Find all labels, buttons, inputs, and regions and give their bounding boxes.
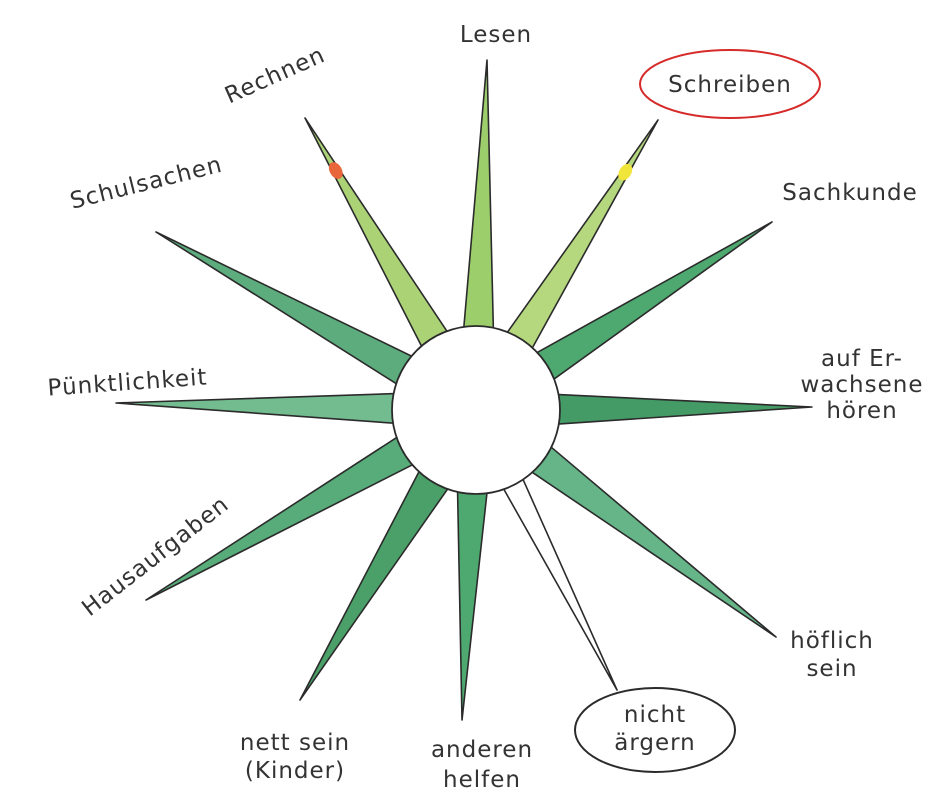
- label-line: anderen: [431, 737, 533, 763]
- label-lesen: Lesen: [460, 22, 532, 48]
- ray-anderen-helfen: [456, 486, 489, 721]
- center-circle: [391, 325, 561, 495]
- label-line: Sachkunde: [782, 180, 917, 206]
- label-line: Lesen: [460, 22, 532, 48]
- highlight-oval-schreiben: [639, 49, 821, 119]
- label-line: höflich: [790, 628, 874, 654]
- label-puenktlichkeit: Pünktlichkeit: [47, 364, 208, 401]
- label-line: Rechnen: [221, 42, 329, 109]
- label-line: hören: [826, 398, 897, 424]
- label-nett-sein-kinder: nett sein(Kinder): [240, 730, 350, 784]
- label-line: sein: [806, 656, 857, 682]
- ray-auf-erwachsene-hoeren: [553, 393, 813, 426]
- label-line: Pünktlichkeit: [47, 364, 208, 401]
- label-line: Schulsachen: [68, 152, 225, 215]
- ray-lesen: [462, 59, 495, 334]
- label-sachkunde: Sachkunde: [782, 180, 917, 206]
- label-line: nett sein: [240, 730, 350, 756]
- label-line: helfen: [443, 767, 521, 793]
- label-line: Schreiben: [668, 72, 792, 98]
- highlight-oval-nicht-aergern: [574, 687, 736, 773]
- label-line: (Kinder): [245, 758, 345, 784]
- label-anderen-helfen: anderen helfen: [431, 737, 533, 793]
- ray-dot-rechnen: [328, 162, 343, 179]
- ray-dot-schreiben: [618, 163, 633, 181]
- label-line: wachsene: [801, 372, 924, 398]
- label-line: auf Er-: [821, 346, 903, 372]
- label-line: Hausaufgaben: [77, 491, 234, 622]
- label-hausaufgaben: Hausaufgaben: [77, 491, 234, 622]
- ray-hoeflich-sein: [527, 443, 777, 638]
- label-schulsachen: Schulsachen: [68, 152, 225, 215]
- label-line: nicht: [624, 702, 686, 728]
- label-line: ärgern: [614, 730, 696, 756]
- label-schreiben: Schreiben: [668, 72, 792, 98]
- label-rechnen: Rechnen: [221, 42, 329, 109]
- marks-layer: [328, 49, 821, 773]
- ray-puenktlichkeit: [115, 392, 400, 425]
